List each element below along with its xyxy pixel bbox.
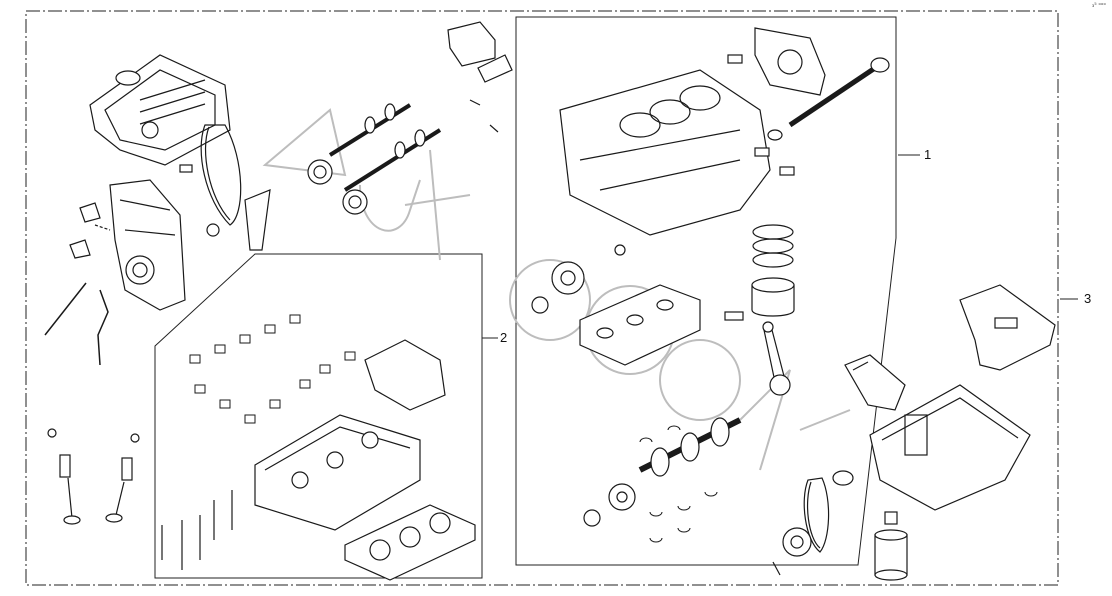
cylinder-head: [254, 414, 421, 531]
timing-chain: [200, 124, 242, 226]
chain-guide: [179, 164, 271, 251]
crank-sprocket: [772, 470, 854, 576]
corner-mark: ₃⁵ ᵒᵒᵒ: [1091, 2, 1106, 9]
connecting-rod: [724, 311, 791, 396]
oil-filter: [874, 511, 908, 581]
bedplate: [579, 284, 701, 366]
dipstick: [44, 282, 109, 366]
outer-frame: [25, 10, 1059, 586]
crankshaft: [583, 417, 742, 527]
main-bearings: [639, 425, 718, 543]
cylinder-block: [559, 69, 771, 236]
rear-cover: [754, 27, 826, 96]
head-bolts: [161, 490, 233, 570]
group-2-frame: [154, 253, 483, 579]
oil-cooler: [447, 21, 513, 133]
callout-3: 3: [1084, 291, 1092, 306]
callout-2: 2: [500, 330, 508, 345]
baffle-plate: [959, 284, 1056, 371]
piston: [751, 224, 795, 317]
balance-shaft: [767, 57, 890, 141]
callout-1: 1: [924, 147, 932, 162]
drive-chain: [803, 477, 830, 553]
head-gasket: [344, 504, 476, 581]
cam-caps: [189, 314, 356, 424]
oil-pump-sprocket: [531, 244, 626, 314]
bearing-sleeves: [727, 54, 795, 176]
oil-pump: [844, 354, 906, 411]
valves: [47, 428, 140, 525]
intake-bracket: [364, 339, 446, 411]
camshafts: [307, 103, 442, 215]
cam-sensors: [69, 202, 111, 259]
timing-cover: [109, 179, 186, 311]
oil-pan: [869, 384, 1031, 511]
valve-cover: [89, 54, 231, 166]
